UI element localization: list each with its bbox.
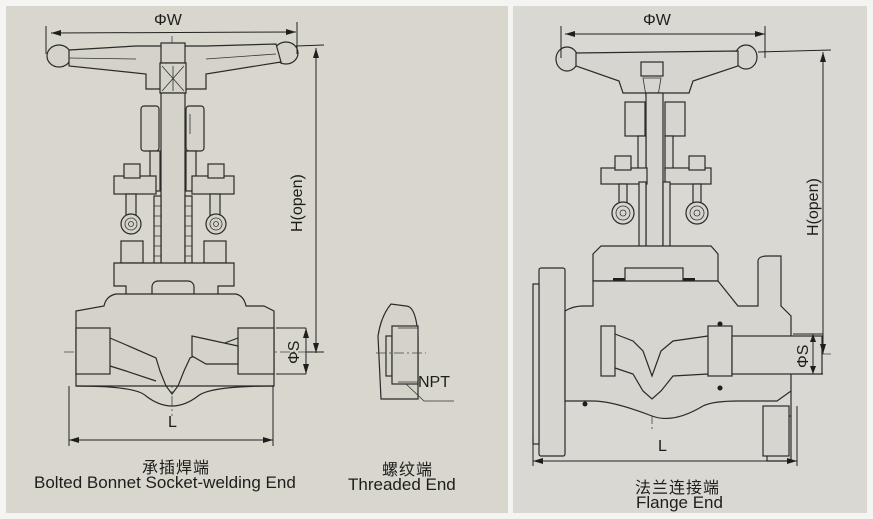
- callout-npt: NPT: [418, 374, 450, 391]
- valve-body: [75, 293, 275, 407]
- dimension-label-width: ΦW: [643, 12, 671, 29]
- yoke: [140, 105, 205, 192]
- dimension-label-length: L: [168, 414, 177, 431]
- drawing-panel-left: ΦW H(open) ΦS L 承插焊端 Bolted Bonnet Socke…: [6, 6, 508, 513]
- flange-valve-drawing: [532, 26, 833, 466]
- caption-socket-welding-en: Bolted Bonnet Socket-welding End: [34, 473, 296, 492]
- dimension-label-socket: ΦS: [286, 340, 303, 364]
- valve-stem: [160, 92, 186, 279]
- handwheel: [555, 44, 758, 97]
- dimension-label-length: L: [658, 438, 667, 455]
- dimension-label-height: H(open): [805, 178, 822, 236]
- caption-flange-en: Flange End: [636, 493, 723, 512]
- dimension-label-socket: ΦS: [795, 344, 812, 368]
- dimension-label-height: H(open): [289, 174, 306, 232]
- caption-flange-cn: 法兰连接端: [635, 480, 721, 497]
- socket-welding-valve-drawing: [45, 22, 454, 446]
- drawing-panel-right: ΦW H(open) ΦS L 法兰连接端 Flange End: [513, 6, 867, 513]
- gland-bolts: [113, 163, 235, 264]
- dimension-lines: [45, 22, 325, 446]
- dimension-label-width: ΦW: [154, 12, 182, 29]
- caption-socket-welding-cn: 承插焊端: [142, 460, 211, 477]
- threaded-end-detail: [376, 303, 454, 402]
- caption-threaded-en: Threaded End: [348, 475, 456, 494]
- dimension-lines: [532, 26, 832, 466]
- gland-bolts: [600, 155, 712, 253]
- handwheel: [46, 41, 299, 94]
- caption-threaded-cn: 螺纹端: [382, 462, 434, 479]
- valve-body: [532, 255, 823, 462]
- yoke: [624, 101, 686, 172]
